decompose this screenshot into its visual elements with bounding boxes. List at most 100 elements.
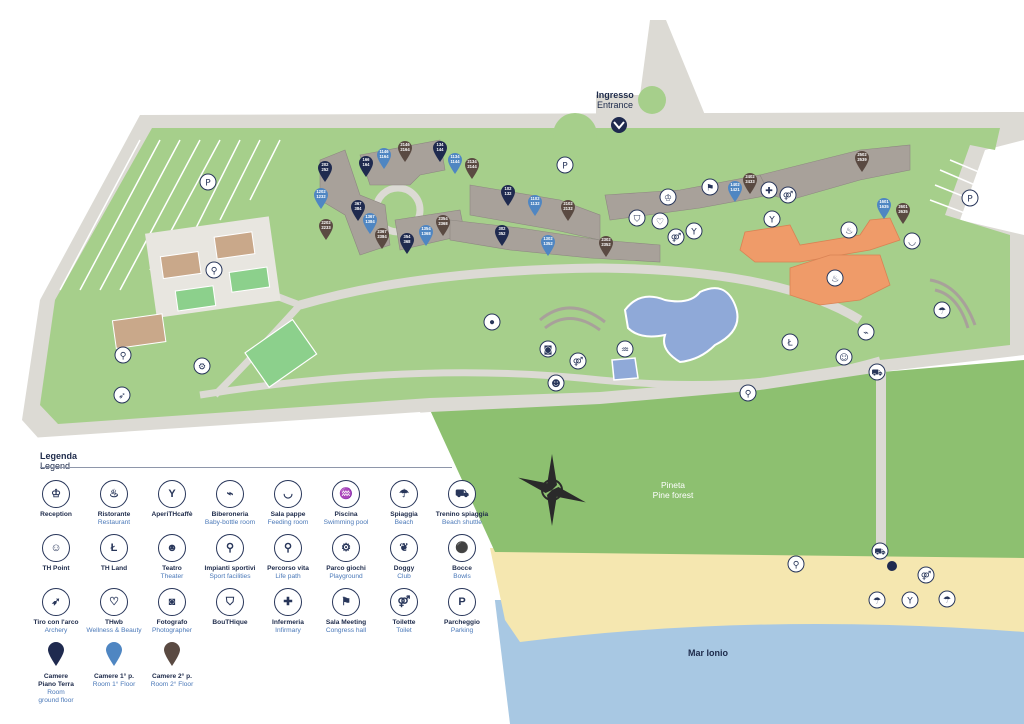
smiley-icon-circle: [835, 348, 853, 366]
toilet-icon[interactable]: ⚤: [779, 186, 797, 204]
train-icon-circle: [868, 363, 886, 381]
runner-icon[interactable]: ⚲: [739, 384, 757, 402]
toilet-icon-glyph: ⚤: [573, 357, 584, 368]
room-pin-range-end: 144: [437, 147, 445, 152]
playground-icon-circle: [193, 357, 211, 375]
camera-icon[interactable]: ◙: [539, 340, 557, 358]
th-land-icon[interactable]: Ł: [781, 333, 799, 351]
parking-icon[interactable]: P: [556, 156, 574, 174]
runner-icon[interactable]: ⚲: [114, 346, 132, 364]
toilet-icon[interactable]: ⚤: [667, 228, 685, 246]
parking-icon[interactable]: P: [199, 173, 217, 191]
room-pin-range-end: 1421: [730, 187, 740, 192]
baby-bottle-icon-glyph: ⌁: [863, 329, 868, 339]
parking-icon[interactable]: P: [961, 189, 979, 207]
entrance-marker[interactable]: [611, 117, 627, 133]
room-pin-marker: [398, 141, 412, 162]
train-icon[interactable]: ⛟: [871, 542, 889, 560]
umbrella-icon[interactable]: ☂: [933, 301, 951, 319]
umbrella-icon[interactable]: ☂: [938, 590, 956, 608]
smiley-icon[interactable]: ☺: [835, 348, 853, 366]
room-pin-marker: [400, 233, 414, 254]
presentation-icon[interactable]: ⚑: [701, 178, 719, 196]
parking-icon-circle: [556, 156, 574, 174]
legend-item-label-en: Life path: [275, 573, 301, 580]
pine-forest-label-it: Pineta: [660, 480, 686, 490]
cocktail-icon[interactable]: Y: [685, 222, 703, 240]
theater-masks-icon[interactable]: ☻: [547, 374, 565, 392]
th-land-icon-glyph: Ł: [786, 339, 793, 349]
beach-access-marker[interactable]: [887, 561, 897, 571]
theater-masks-icon-glyph: ☻: [551, 379, 560, 390]
bow-icon[interactable]: ➶: [113, 386, 131, 404]
shopping-bag-icon[interactable]: ⛉: [628, 209, 646, 227]
chef-hat-icon[interactable]: ♨: [826, 269, 844, 287]
umbrella-icon-glyph: ☂: [943, 596, 951, 606]
reception-bell-icon[interactable]: ♔: [659, 188, 677, 206]
heart-icon-circle: [651, 212, 669, 230]
toilet-icon-circle: [667, 228, 685, 246]
runner-icon[interactable]: ⚲: [205, 261, 223, 279]
pool-ladder-icon[interactable]: ♒: [616, 340, 634, 358]
heart-icon[interactable]: ♡: [651, 212, 669, 230]
runner-icon[interactable]: ⚲: [787, 555, 805, 573]
entrance-label-it: Ingresso: [596, 90, 634, 100]
umbrella-icon[interactable]: ☂: [868, 591, 886, 609]
runner-icon-circle: [114, 346, 132, 364]
toilet-icon-circle: [569, 352, 587, 370]
cross-icon[interactable]: ✚: [760, 181, 778, 199]
room-pin-range-start: 166: [363, 157, 371, 162]
heart-icon-glyph: ♡: [656, 218, 664, 228]
parking-icon-circle: [961, 189, 979, 207]
entrance-green-left: [553, 113, 597, 157]
train-icon: ⛟: [448, 480, 476, 508]
chef-hat-icon[interactable]: ♨: [840, 221, 858, 239]
room-pin-icon: [164, 642, 180, 666]
baby-bottle-icon[interactable]: ⌁: [857, 323, 875, 341]
toilet-icon[interactable]: ⚤: [917, 566, 935, 584]
legend-item: ☺TH Point: [25, 534, 87, 573]
bowls-icon[interactable]: ⚫: [483, 313, 501, 331]
room-pin-marker: [501, 185, 515, 206]
cocktail-icon-glyph: Y: [768, 216, 775, 226]
cocktail-icon-circle: [763, 210, 781, 228]
playground-icon[interactable]: ⚙: [193, 357, 211, 375]
cocktail-icon[interactable]: Y: [901, 591, 919, 609]
cocktail-icon[interactable]: Y: [763, 210, 781, 228]
train-icon[interactable]: ⛟: [868, 363, 886, 381]
room-pin-range-start: 1302: [543, 236, 553, 241]
toilet-icon[interactable]: ⚤: [569, 352, 587, 370]
bowl-icon[interactable]: ◡: [903, 232, 921, 250]
legend-title-en: Legend: [40, 461, 71, 471]
